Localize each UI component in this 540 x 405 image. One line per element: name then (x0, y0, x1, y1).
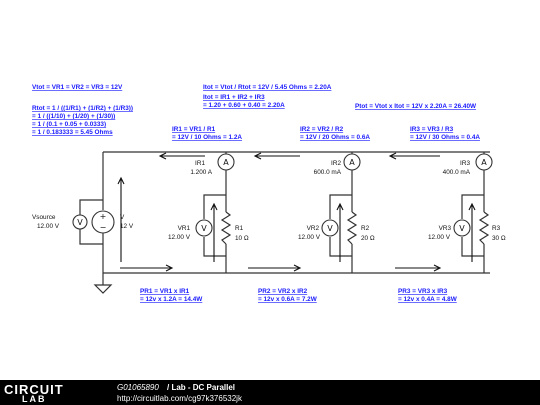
eq-ir1-line2: = 12V / 10 Ohms = 1.2A (172, 134, 242, 141)
eq-pr2-line1: PR2 = VR2 x IR2 (258, 288, 308, 295)
eq-ir3-line1: IR3 = VR3 / R3 (410, 126, 454, 133)
vsource-voltmeter: V (72, 214, 88, 230)
ground-icon (93, 284, 113, 294)
circuit-wires (79, 151, 490, 285)
arrow-right-icon (248, 264, 302, 272)
circuit-title: / Lab - DC Parallel (167, 383, 236, 392)
eq-pr1-line2: = 12v x 1.2A = 14.4W (140, 296, 203, 303)
vsource-name: Vsource (32, 214, 56, 221)
r3-name: R3 (492, 225, 501, 232)
circuit-diagram: Vtot = VR1 = VR2 = VR3 = 12V Rtot = 1 / … (32, 84, 506, 303)
ammeter-icon: A (481, 158, 487, 167)
vr2-value: 12.00 V (298, 234, 321, 241)
minus-icon: − (100, 223, 107, 232)
vsource-v-label: V (120, 214, 125, 221)
vr1-top-wire (203, 194, 226, 219)
voltmeter-vr1: V (195, 219, 213, 237)
resistor-r1-icon (220, 211, 232, 245)
arrow-up-icon (468, 202, 476, 262)
arrow-up-icon (117, 176, 125, 262)
eq-rtot-line4: = 1 / 0.183333 = 5.45 Ohms (32, 129, 113, 136)
eq-rtot-line3: = 1 / (0.1 + 0.05 + 0.0333) (32, 121, 106, 128)
r2-name: R2 (361, 225, 370, 232)
arrow-right-icon (120, 264, 174, 272)
eq-pr3-line2: = 12v x 0.4A = 4.8W (398, 296, 458, 303)
vr3-bottom-wire (461, 237, 484, 257)
voltmeter-icon: V (201, 224, 207, 233)
eq-ptot: Ptot = Vtot x Itot = 12V x 2.20A = 26.40… (355, 103, 477, 110)
vr1-name: VR1 (178, 225, 191, 232)
voltmeter-vr2: V (321, 219, 339, 237)
eq-rtot-line1: Rtot = 1 / ((1/R1) + (1/R2) + (1/R3)) (32, 105, 133, 112)
ir3-name: IR3 (460, 160, 470, 167)
voltmeter-icon: V (77, 218, 83, 227)
eq-itot-line1: Itot = Vtot / Rtot = 12V / 5.45 Ohms = 2… (203, 84, 332, 91)
vsource-value: 12.00 V (37, 223, 60, 230)
r2-value: 20 Ω (361, 235, 375, 242)
vr2-top-wire (329, 194, 352, 219)
ammeter-ir2: A (343, 153, 361, 171)
vr1-bottom-wire (203, 237, 226, 257)
arrow-left-icon (253, 152, 300, 160)
ir3-value: 400.0 mA (443, 169, 471, 176)
ammeter-icon: A (349, 158, 355, 167)
eq-rtot-line2: = 1 / ((1/10) + (1/20) + (1/30)) (32, 113, 115, 120)
eq-ir1-line1: IR1 = VR1 / R1 (172, 126, 216, 133)
vr3-value: 12.00 V (428, 234, 451, 241)
circuit-url-link[interactable]: http://circuitlab.com/cg97k376532jk (117, 394, 242, 403)
vr3-top-wire (461, 194, 484, 219)
eq-pr2-line2: = 12v x 0.6A = 7.2W (258, 296, 318, 303)
r1-value: 10 Ω (235, 235, 249, 242)
ir2-value: 600.0 mA (314, 169, 342, 176)
voltmeter-icon: V (327, 224, 333, 233)
vsource-battery: + − (91, 210, 115, 234)
vsource-v-value: 12 V (120, 223, 134, 230)
ammeter-icon: A (223, 158, 229, 167)
voltmeter-vr3: V (453, 219, 471, 237)
ir1-value: 1.200 A (190, 169, 212, 176)
arrow-left-icon (158, 152, 205, 160)
circuitlab-logo-lab[interactable]: LAB (22, 394, 47, 404)
eq-pr3-line1: PR3 = VR3 x IR3 (398, 288, 448, 295)
ir2-name: IR2 (331, 160, 341, 167)
r3-value: 30 Ω (492, 235, 506, 242)
arrow-up-icon (210, 202, 218, 262)
eq-vtot: Vtot = VR1 = VR2 = VR3 = 12V (32, 84, 123, 91)
r1-name: R1 (235, 225, 244, 232)
arrow-up-icon (336, 202, 344, 262)
vsource-circle (91, 210, 115, 234)
vr1-value: 12.00 V (168, 234, 191, 241)
footer-bar: CIRCUIT LAB G01065890 / Lab - DC Paralle… (0, 380, 540, 405)
eq-pr1-line1: PR1 = VR1 x IR1 (140, 288, 190, 295)
eq-ir3-line2: = 12V / 30 Ohms = 0.4A (410, 134, 480, 141)
eq-ir2-line1: IR2 = VR2 / R2 (300, 126, 344, 133)
circuitlab-logo[interactable]: CIRCUIT (4, 382, 64, 397)
circuit-id: G01065890 (117, 383, 159, 392)
vr2-bottom-wire (329, 237, 352, 257)
plus-icon: + (100, 212, 107, 221)
voltmeter-icon: V (459, 224, 465, 233)
vr3-name: VR3 (439, 225, 452, 232)
arrow-left-icon (388, 152, 440, 160)
resistor-r3-icon (478, 211, 490, 245)
current-flow-arrows (117, 152, 476, 272)
eq-ir2-line2: = 12V / 20 Ohms = 0.6A (300, 134, 370, 141)
vr2-name: VR2 (307, 225, 320, 232)
ammeter-ir3: A (475, 153, 493, 171)
eq-itot-line3: = 1.20 + 0.60 + 0.40 = 2.20A (203, 102, 285, 109)
arrow-right-icon (395, 264, 442, 272)
eq-itot-line2: Itot = IR1 + IR2 + IR3 (203, 94, 265, 101)
ammeter-ir1: A (217, 153, 235, 171)
resistor-r2-icon (346, 211, 358, 245)
ir1-name: IR1 (195, 160, 205, 167)
